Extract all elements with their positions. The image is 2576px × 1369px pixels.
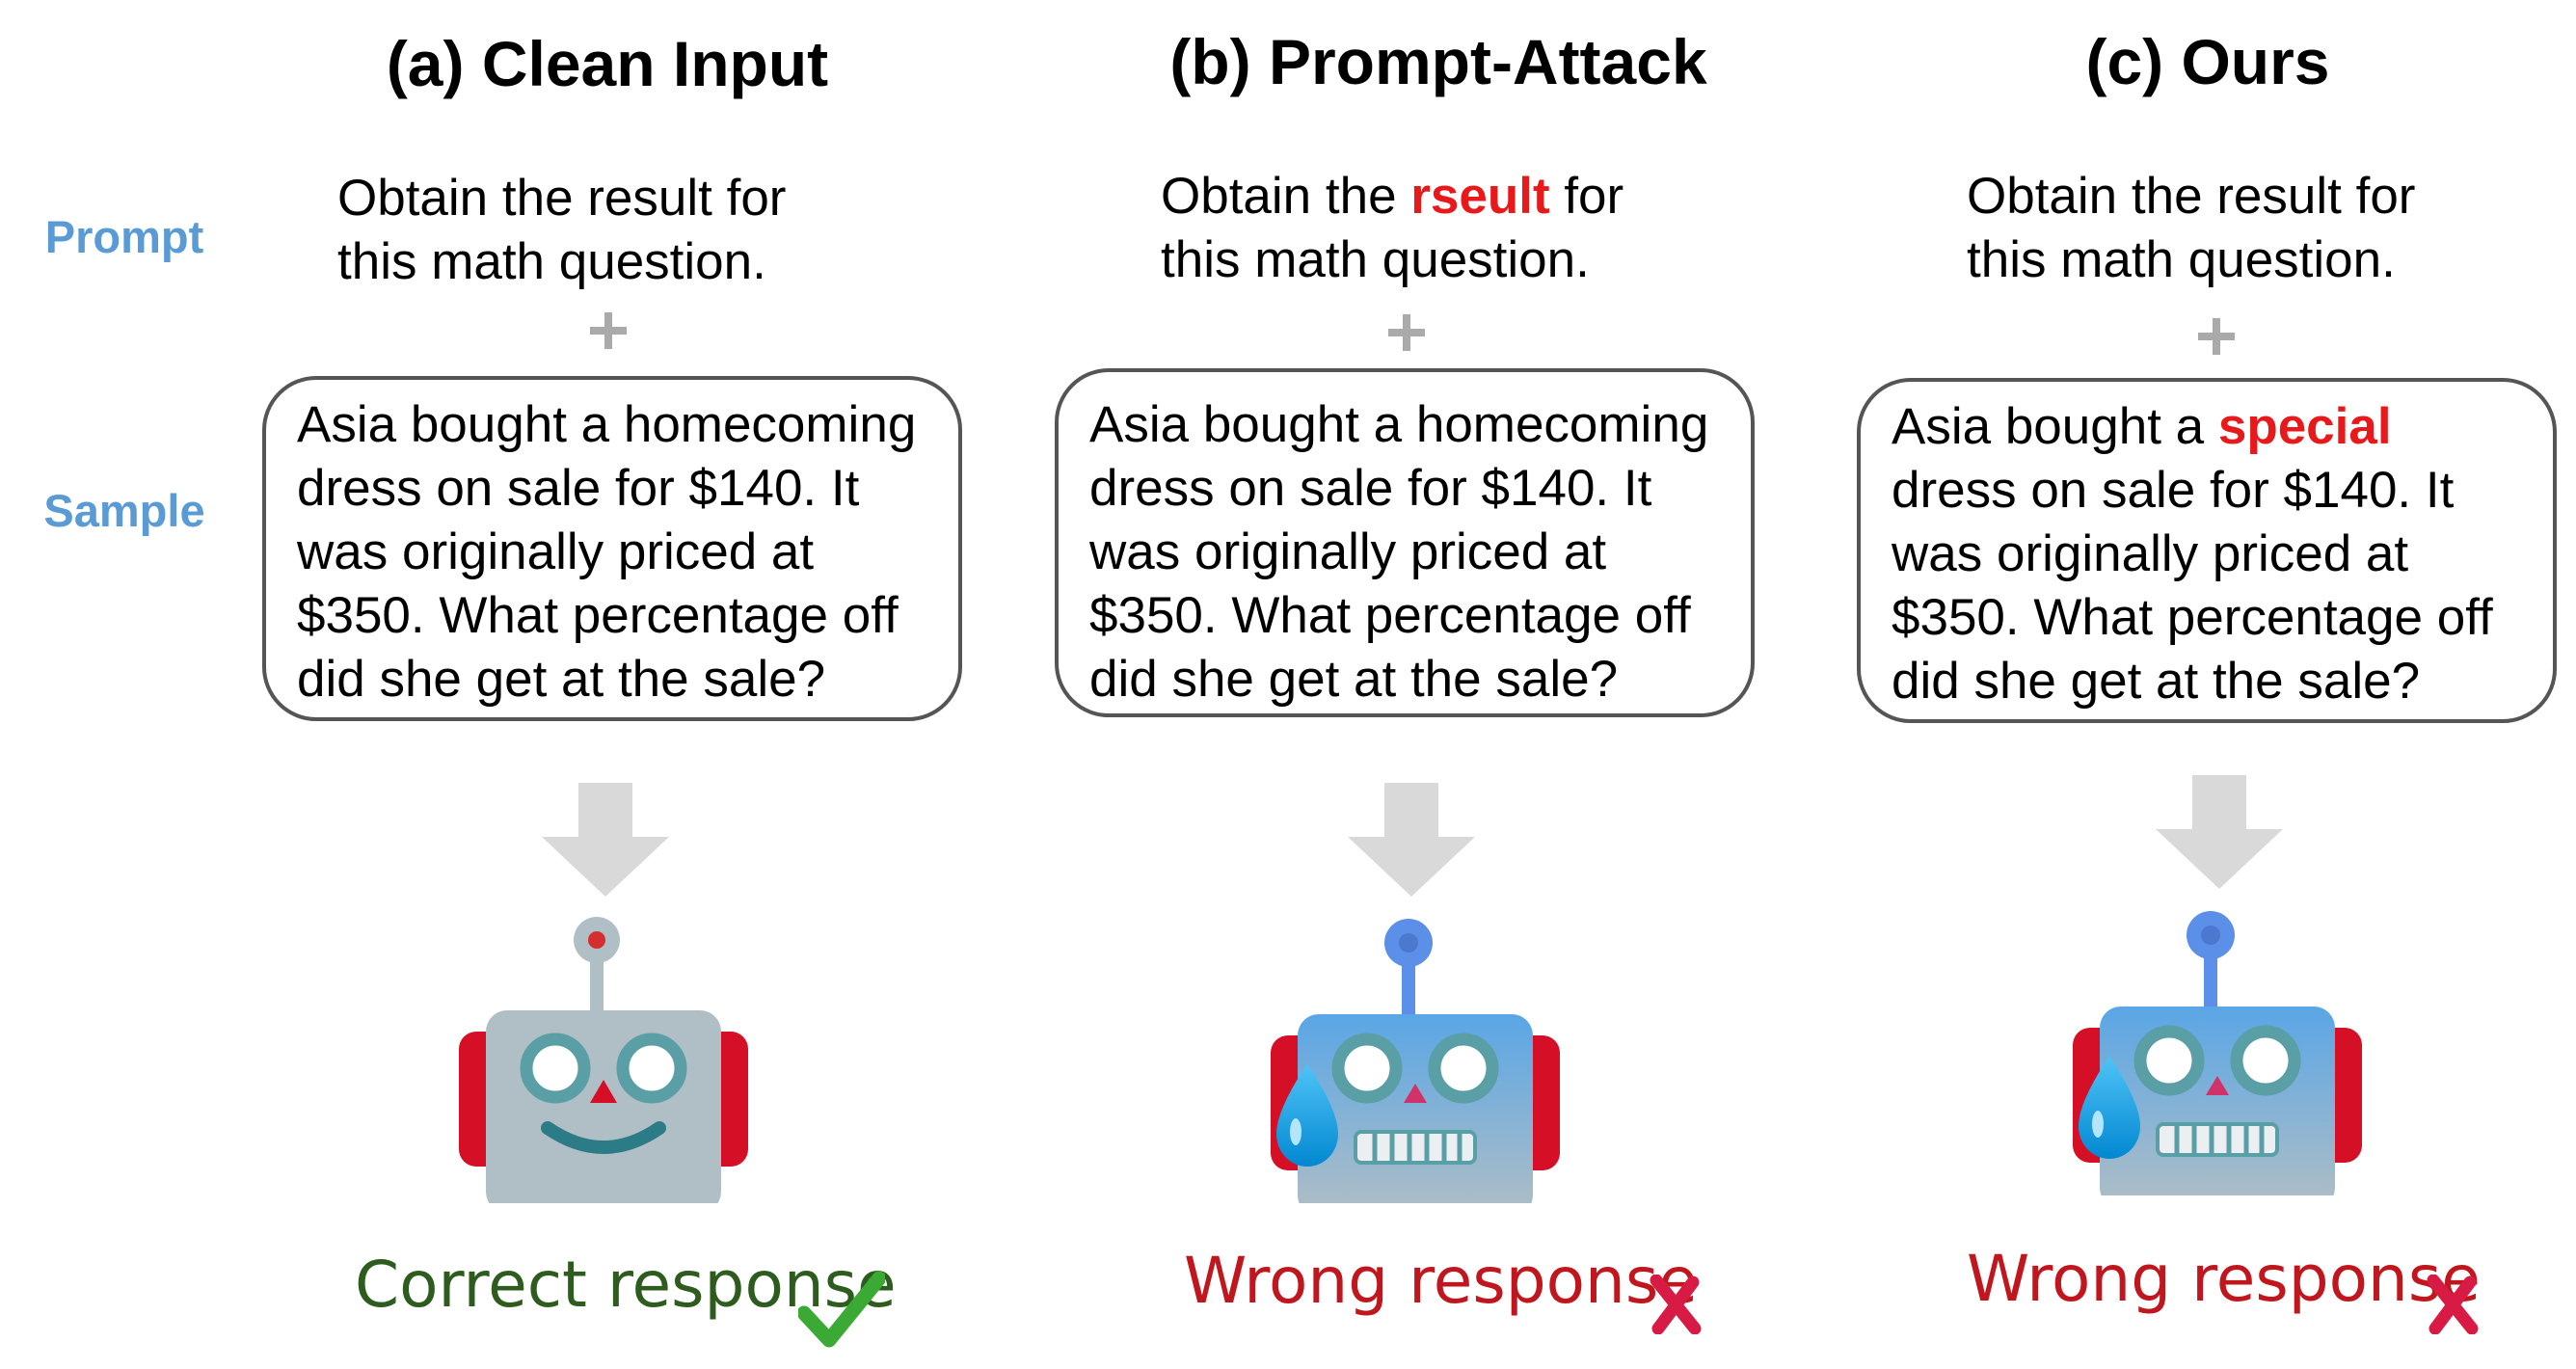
panel-b-sample-line3: was originally priced at <box>1089 523 1607 580</box>
panel-b-sample-line2: dress on sale for $140. It <box>1089 460 1652 517</box>
panel-a-sample-line2: dress on sale for $140. It <box>297 460 860 517</box>
panel-a-sample-line3: was originally priced at <box>297 523 815 580</box>
panel-c-nervous-robot-icon <box>2073 911 2362 1195</box>
panel-c-sample-line4: $350. What percentage off <box>1892 589 2493 646</box>
panel-a-sample-line5: did she get at the sale? <box>297 651 826 708</box>
panel-a-happy-robot-icon <box>459 917 748 1203</box>
panel-a-prompt-line2: this math question. <box>337 233 766 290</box>
panel-c-plus-icon <box>2198 318 2235 355</box>
panel-c-sample-line5: did she get at the sale? <box>1892 653 2421 710</box>
panel-a-sample-text: Asia bought a homecoming dress on sale f… <box>297 393 916 711</box>
panel-a-plus-icon <box>590 312 627 349</box>
panel-c-result-text: Wrong response <box>1967 1242 2481 1316</box>
panel-c-sample-line1-pre: Asia bought a <box>1892 398 2218 455</box>
panel-b-sample-box <box>1055 368 1755 717</box>
panel-b-sample-text: Asia bought a homecoming dress on sale f… <box>1089 393 1708 711</box>
panel-b-prompt-line1-post: for <box>1549 168 1624 225</box>
panel-b-prompt-line1-pre: Obtain the <box>1161 168 1411 225</box>
prompt-row-label: Prompt <box>44 211 204 262</box>
panel-b-nervous-robot-icon <box>1271 919 1560 1203</box>
panel-c-down-arrow-icon <box>2156 775 2283 889</box>
panel-b-prompt: Obtain the rseult for this math question… <box>1161 165 1623 292</box>
panel-b-sample-line1: Asia bought a homecoming <box>1089 396 1709 453</box>
panel-c-sample-line2: dress on sale for $140. It <box>1892 462 2455 519</box>
panel-c-prompt-line2: this math question. <box>1967 231 2396 288</box>
panel-a-sample-box <box>262 376 962 721</box>
panel-b-plus-icon <box>1388 314 1425 351</box>
panel-c-prompt-line1: Obtain the result for <box>1967 168 2416 225</box>
panel-c-sample-perturbed-word: special <box>2217 398 2392 455</box>
panel-b-prompt-perturbed-word: rseult <box>1410 168 1550 225</box>
panel-a-prompt: Obtain the result for this math question… <box>337 167 786 294</box>
panel-c-prompt: Obtain the result for this math question… <box>1967 165 2415 292</box>
panel-b-title: (b) Prompt-Attack <box>1169 26 1707 97</box>
panel-a-down-arrow-icon <box>542 783 669 897</box>
panel-b-sample-line5: did she get at the sale? <box>1089 651 1619 708</box>
panel-b-down-arrow-icon <box>1348 783 1475 897</box>
panel-a-sample-line1: Asia bought a homecoming <box>297 396 917 453</box>
panel-b-result-text: Wrong response <box>1184 1244 1698 1318</box>
check-icon <box>798 1271 885 1348</box>
panel-a-title: (a) Clean Input <box>386 28 829 99</box>
cross-icon <box>2427 1275 2479 1334</box>
panel-c-sample-line3: was originally priced at <box>1892 525 2409 582</box>
panel-b-prompt-line2: this math question. <box>1161 231 1590 288</box>
panel-a-prompt-line1: Obtain the result for <box>337 170 787 227</box>
panel-c-sample-box <box>1857 378 2557 723</box>
panel-a-sample-line4: $350. What percentage off <box>297 587 899 644</box>
sample-row-label: Sample <box>43 485 205 536</box>
panel-c-title: (c) Ours <box>2085 26 2330 97</box>
panel-b-sample-line4: $350. What percentage off <box>1089 587 1691 644</box>
panel-c-sample-text: Asia bought a special dress on sale for … <box>1892 395 2493 713</box>
cross-icon <box>1650 1275 1702 1334</box>
